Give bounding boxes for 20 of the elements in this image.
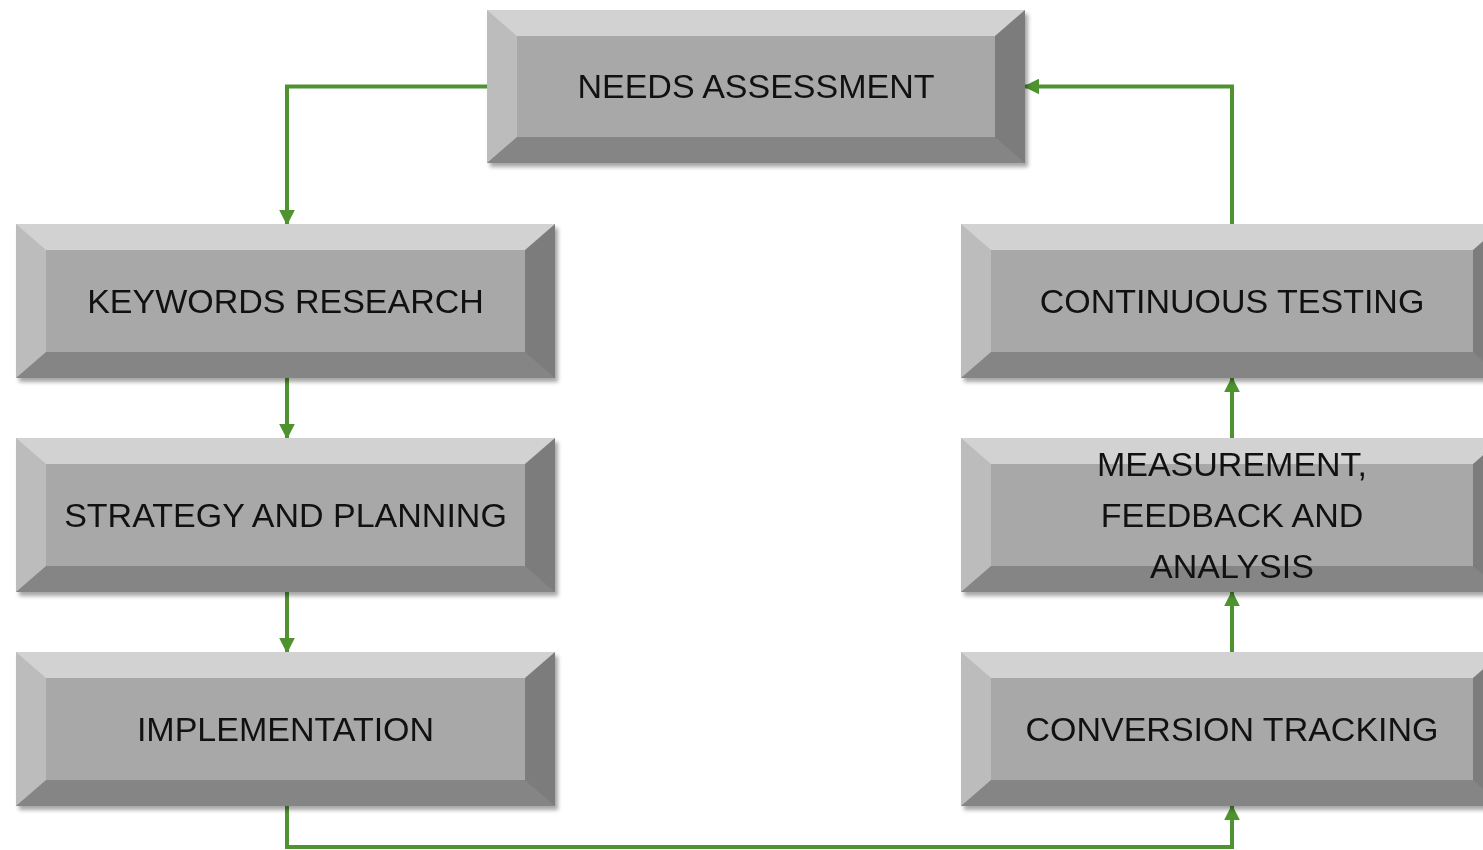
box-label: STRATEGY AND PLANNING [64,494,507,536]
box-label: KEYWORDS RESEARCH [87,280,484,322]
arrow [1224,376,1240,438]
arrow [279,84,487,226]
arrow [279,592,295,654]
box-label: CONTINUOUS TESTING [1039,280,1425,322]
arrow [285,804,1240,849]
box-label: IMPLEMENTATION [136,708,435,750]
process-box [961,438,1483,592]
box-label: CONVERSION TRACKING [1025,708,1439,750]
process-box [16,438,555,592]
process-box [961,224,1483,378]
process-box [487,10,1025,163]
box-label: NEEDS ASSESSMENT [577,66,935,107]
arrow [1224,590,1240,652]
process-box [16,224,555,378]
process-box [16,652,555,806]
arrow [279,378,295,440]
box-label: MEASUREMENT, FEEDBACK AND ANALYSIS [1095,443,1369,587]
process-box [961,652,1483,806]
